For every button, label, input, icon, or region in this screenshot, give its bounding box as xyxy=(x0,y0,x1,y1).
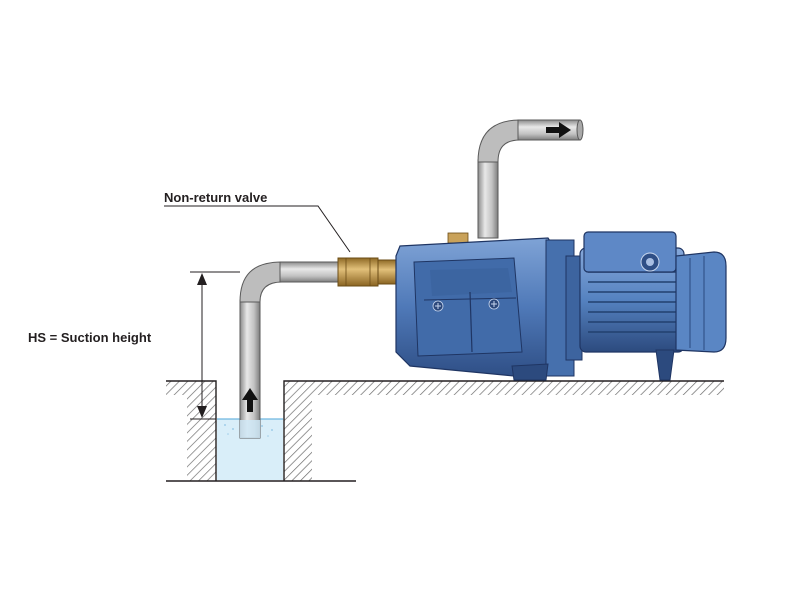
pump-unit xyxy=(395,231,727,381)
suction-pipe xyxy=(239,261,341,439)
suction-height-dimension xyxy=(190,271,240,420)
valve-leader-line xyxy=(164,205,351,253)
discharge-pipe xyxy=(477,119,584,239)
suction-height-label: HS = Suction height xyxy=(28,330,152,345)
non-return-valve xyxy=(337,257,401,287)
flow-arrow-up-icon xyxy=(242,388,258,412)
flow-arrow-right-icon xyxy=(546,122,571,138)
non-return-valve-label: Non-return valve xyxy=(164,190,268,205)
